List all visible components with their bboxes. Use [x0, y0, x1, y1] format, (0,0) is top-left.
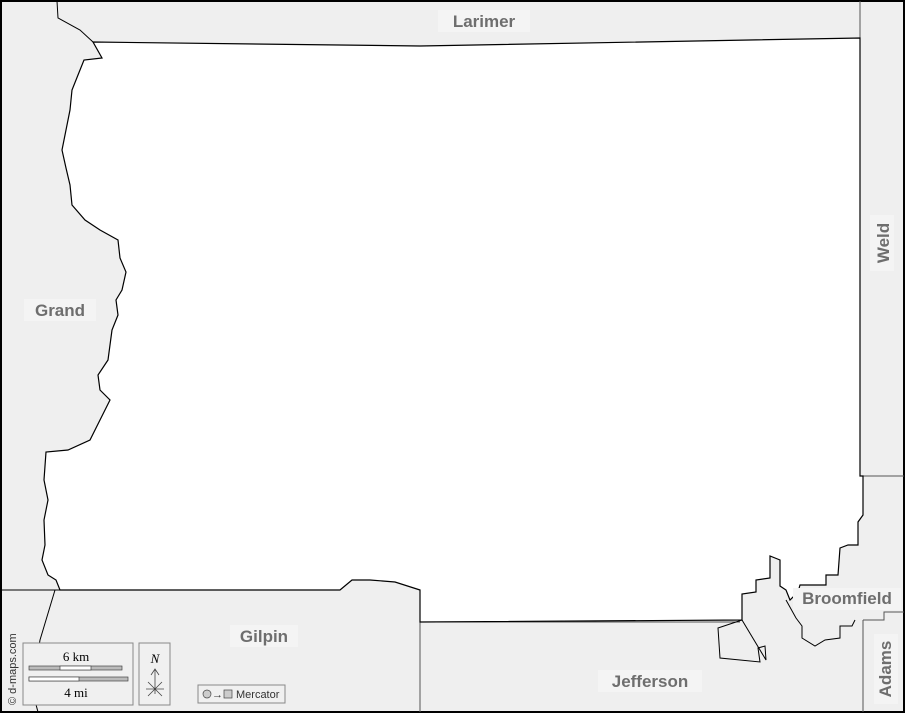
svg-text:6 km: 6 km	[63, 649, 89, 664]
compass-icon	[146, 668, 164, 697]
svg-text:Adams: Adams	[876, 641, 895, 698]
svg-text:Gilpin: Gilpin	[240, 627, 288, 646]
flat-map-icon	[223, 689, 233, 699]
svg-text:Jefferson: Jefferson	[612, 672, 689, 691]
label-grand: Grand	[24, 299, 96, 321]
globe-icon	[202, 689, 212, 699]
label-jefferson: Jefferson	[598, 670, 702, 692]
label-weld: Weld	[870, 215, 894, 271]
svg-text:Weld: Weld	[874, 223, 893, 263]
svg-text:Grand: Grand	[35, 301, 85, 320]
svg-text:Larimer: Larimer	[453, 12, 516, 31]
credit: © d-maps.com	[7, 633, 19, 705]
svg-text:Broomfield: Broomfield	[802, 589, 892, 608]
label-broomfield: Broomfield	[793, 588, 901, 610]
grand-larimer-border	[56, 0, 94, 43]
label-larimer: Larimer	[438, 10, 530, 32]
north-arrow: N	[138, 642, 171, 706]
projection-box: → Mercator	[197, 684, 286, 704]
svg-text:Mercator: Mercator	[236, 689, 280, 701]
focus-county-area	[41, 37, 864, 623]
broomfield-border	[717, 599, 856, 663]
svg-text:4 mi: 4 mi	[64, 685, 88, 700]
label-gilpin: Gilpin	[230, 625, 298, 647]
svg-text:N: N	[150, 651, 161, 666]
label-adams: Adams	[874, 634, 898, 704]
arrow-icon: →	[212, 689, 223, 701]
scale-bar: 6 km 4 mi	[22, 642, 134, 706]
